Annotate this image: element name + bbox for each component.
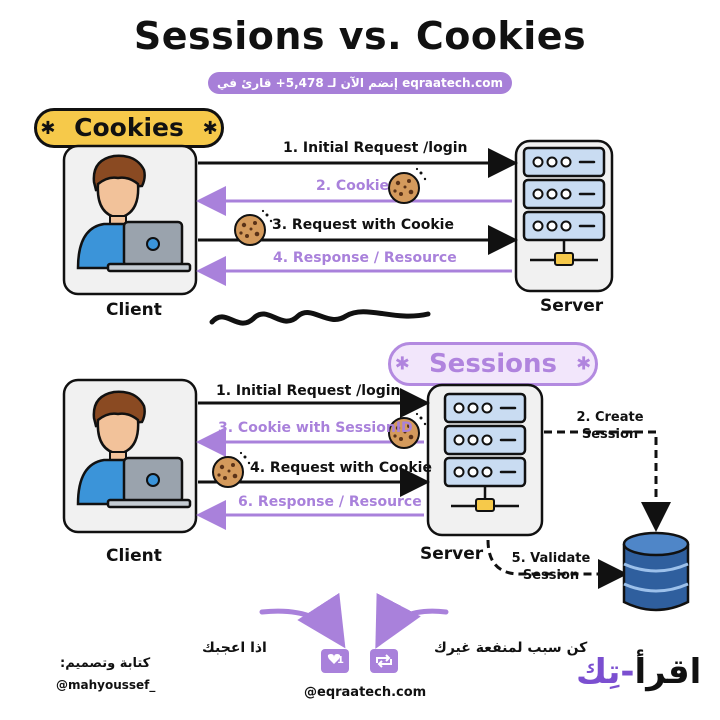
- like-count: 1: [337, 655, 344, 666]
- sessions-client-label: Client: [106, 546, 162, 566]
- cookies-server-label: Server: [540, 296, 604, 316]
- brand-logo-part2: -تِك: [576, 652, 635, 692]
- sessions-server-label: Server: [420, 544, 484, 564]
- sessions-heading-label: Sessions: [428, 349, 558, 379]
- brand-logo: اقرأ-تِك: [576, 652, 701, 692]
- validate-session-line1: 5. Validate: [511, 551, 591, 566]
- sessions-step-1: 1. Initial Request /login: [216, 383, 401, 399]
- create-session-arrow: [544, 430, 671, 532]
- like-curved-arrow: [259, 592, 346, 649]
- footer-handle[interactable]: @eqraatech.com: [304, 685, 427, 700]
- page-title: Sessions vs. Cookies: [133, 14, 587, 58]
- asterisk-icon: ✱: [40, 118, 56, 139]
- sessions-step-4: 4. Request with Cookie: [250, 460, 432, 476]
- create-session-line1: 2. Create: [576, 410, 644, 425]
- cookies-step-1: 1. Initial Request /login: [283, 140, 468, 156]
- credit-label: كتابة وتصميم:: [60, 656, 151, 671]
- asterisk-icon: ✱: [202, 118, 218, 139]
- asterisk-icon: ✱: [576, 353, 592, 375]
- create-session-line2: Session: [581, 427, 639, 442]
- like-prompt-text: اذا اعجبك: [202, 640, 267, 656]
- sessions-step-3: 3. Cookie with SessionID: [218, 420, 413, 436]
- squiggle-divider: [209, 309, 431, 326]
- cookies-step-3: 3. Request with Cookie: [272, 217, 454, 233]
- validate-session-label: 5. Validate Session: [496, 550, 606, 584]
- validate-session-arrow: [486, 539, 628, 589]
- cookies-step-2: 2. Cookie: [316, 178, 390, 194]
- sessions-step-6: 6. Response / Resource: [238, 494, 422, 510]
- asterisk-icon: ✱: [394, 353, 410, 375]
- cookies-heading-label: Cookies: [74, 113, 184, 142]
- heart-icon: [327, 654, 341, 664]
- cookies-client-label: Client: [106, 300, 162, 320]
- share-button-box: [370, 649, 398, 673]
- sessions-heading: ✱ Sessions ✱: [388, 342, 598, 386]
- validate-session-line2: Session: [522, 568, 580, 583]
- create-session-label: 2. Create Session: [570, 409, 650, 443]
- cookies-step-4: 4. Response / Resource: [273, 250, 457, 266]
- cookies-heading: ✱ Cookies ✱: [34, 108, 224, 148]
- brand-logo-part1: اقرأ: [634, 652, 702, 692]
- credit-handle[interactable]: @mahyoussef_: [56, 678, 156, 692]
- cookie-icon: [388, 166, 428, 204]
- share-prompt-text: كن سبب لمنفعة غيرك: [434, 640, 588, 656]
- database-icon: [622, 531, 690, 612]
- repost-icon: [376, 654, 392, 668]
- share-curved-arrow: [375, 592, 449, 649]
- subscribe-banner[interactable]: إنضم الآن لـ 5,478+ قارئ في eqraatech.co…: [208, 72, 512, 94]
